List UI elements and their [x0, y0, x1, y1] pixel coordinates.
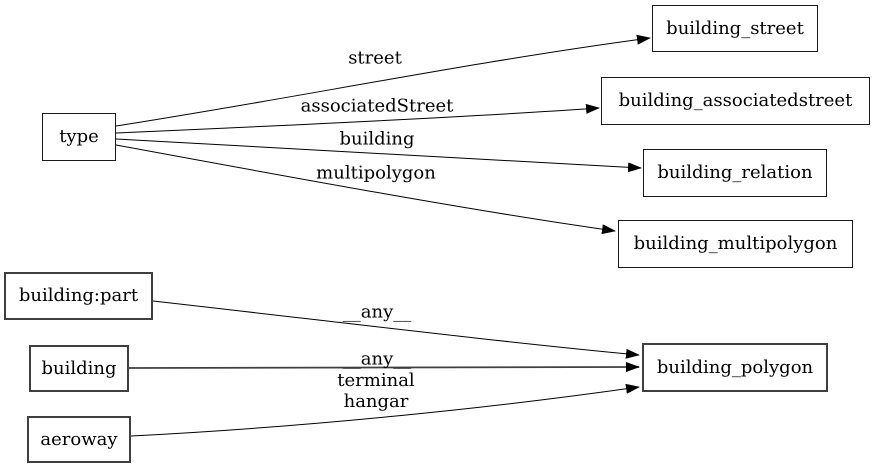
- node-aeroway: aeroway: [27, 416, 131, 463]
- edge-label-any-buildingpart: __any__: [342, 301, 412, 323]
- node-building-polygon: building_polygon: [642, 343, 828, 392]
- edge-label-street: street: [348, 47, 402, 69]
- node-building: building: [29, 345, 129, 392]
- edge-buildingpart-building-polygon: [152, 300, 640, 359]
- edge-label-associatedstreet: associatedStreet: [300, 95, 454, 117]
- edge-label-any-building: __any__: [342, 348, 412, 370]
- edge-aeroway-building-polygon: [130, 383, 640, 437]
- edge-type-building-relation: [115, 138, 642, 173]
- edge-building-building-polygon: [128, 362, 640, 373]
- node-building-relation: building_relation: [643, 149, 827, 197]
- edge-label-terminal-hangar: terminal hangar: [337, 370, 415, 412]
- edge-label-multipolygon: multipolygon: [316, 162, 436, 184]
- node-building-street: building_street: [652, 5, 818, 52]
- edge-label-building: building: [339, 128, 415, 150]
- edge-type-building-multipolygon: [115, 144, 616, 235]
- edge-type-building-street: [115, 34, 651, 127]
- node-building-associatedstreet: building_associatedstreet: [601, 77, 870, 125]
- node-building-part: building:part: [4, 272, 153, 320]
- node-type: type: [42, 113, 116, 161]
- edge-type-building-associatedstreet: [115, 103, 600, 134]
- node-building-multipolygon: building_multipolygon: [618, 220, 853, 268]
